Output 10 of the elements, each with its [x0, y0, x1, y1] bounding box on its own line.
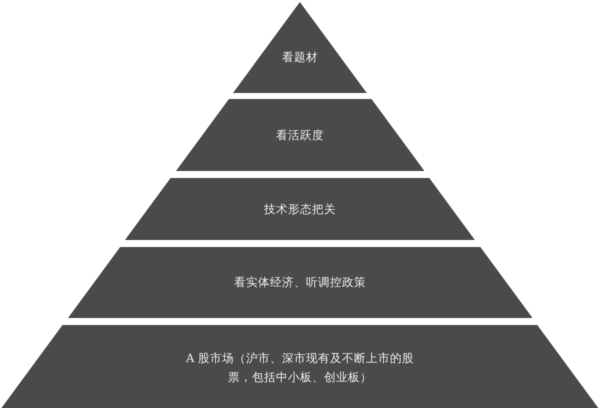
tier-label: 技术形态把关 — [262, 200, 337, 218]
pyramid-tier — [125, 178, 475, 240]
tier-label: 看实体经济、听调控政策 — [232, 274, 367, 291]
tier-label: 看题材 — [280, 49, 319, 66]
pyramid-tier — [0, 325, 600, 408]
pyramid-tier — [68, 247, 532, 318]
tier-label: A 股市场（沪市、深市现有及不断上市的股票，包括中小板、创业板） — [185, 350, 415, 386]
pyramid-top — [233, 2, 367, 93]
tier-label: 看活跃度 — [274, 126, 325, 144]
pyramid-tier — [176, 99, 424, 171]
